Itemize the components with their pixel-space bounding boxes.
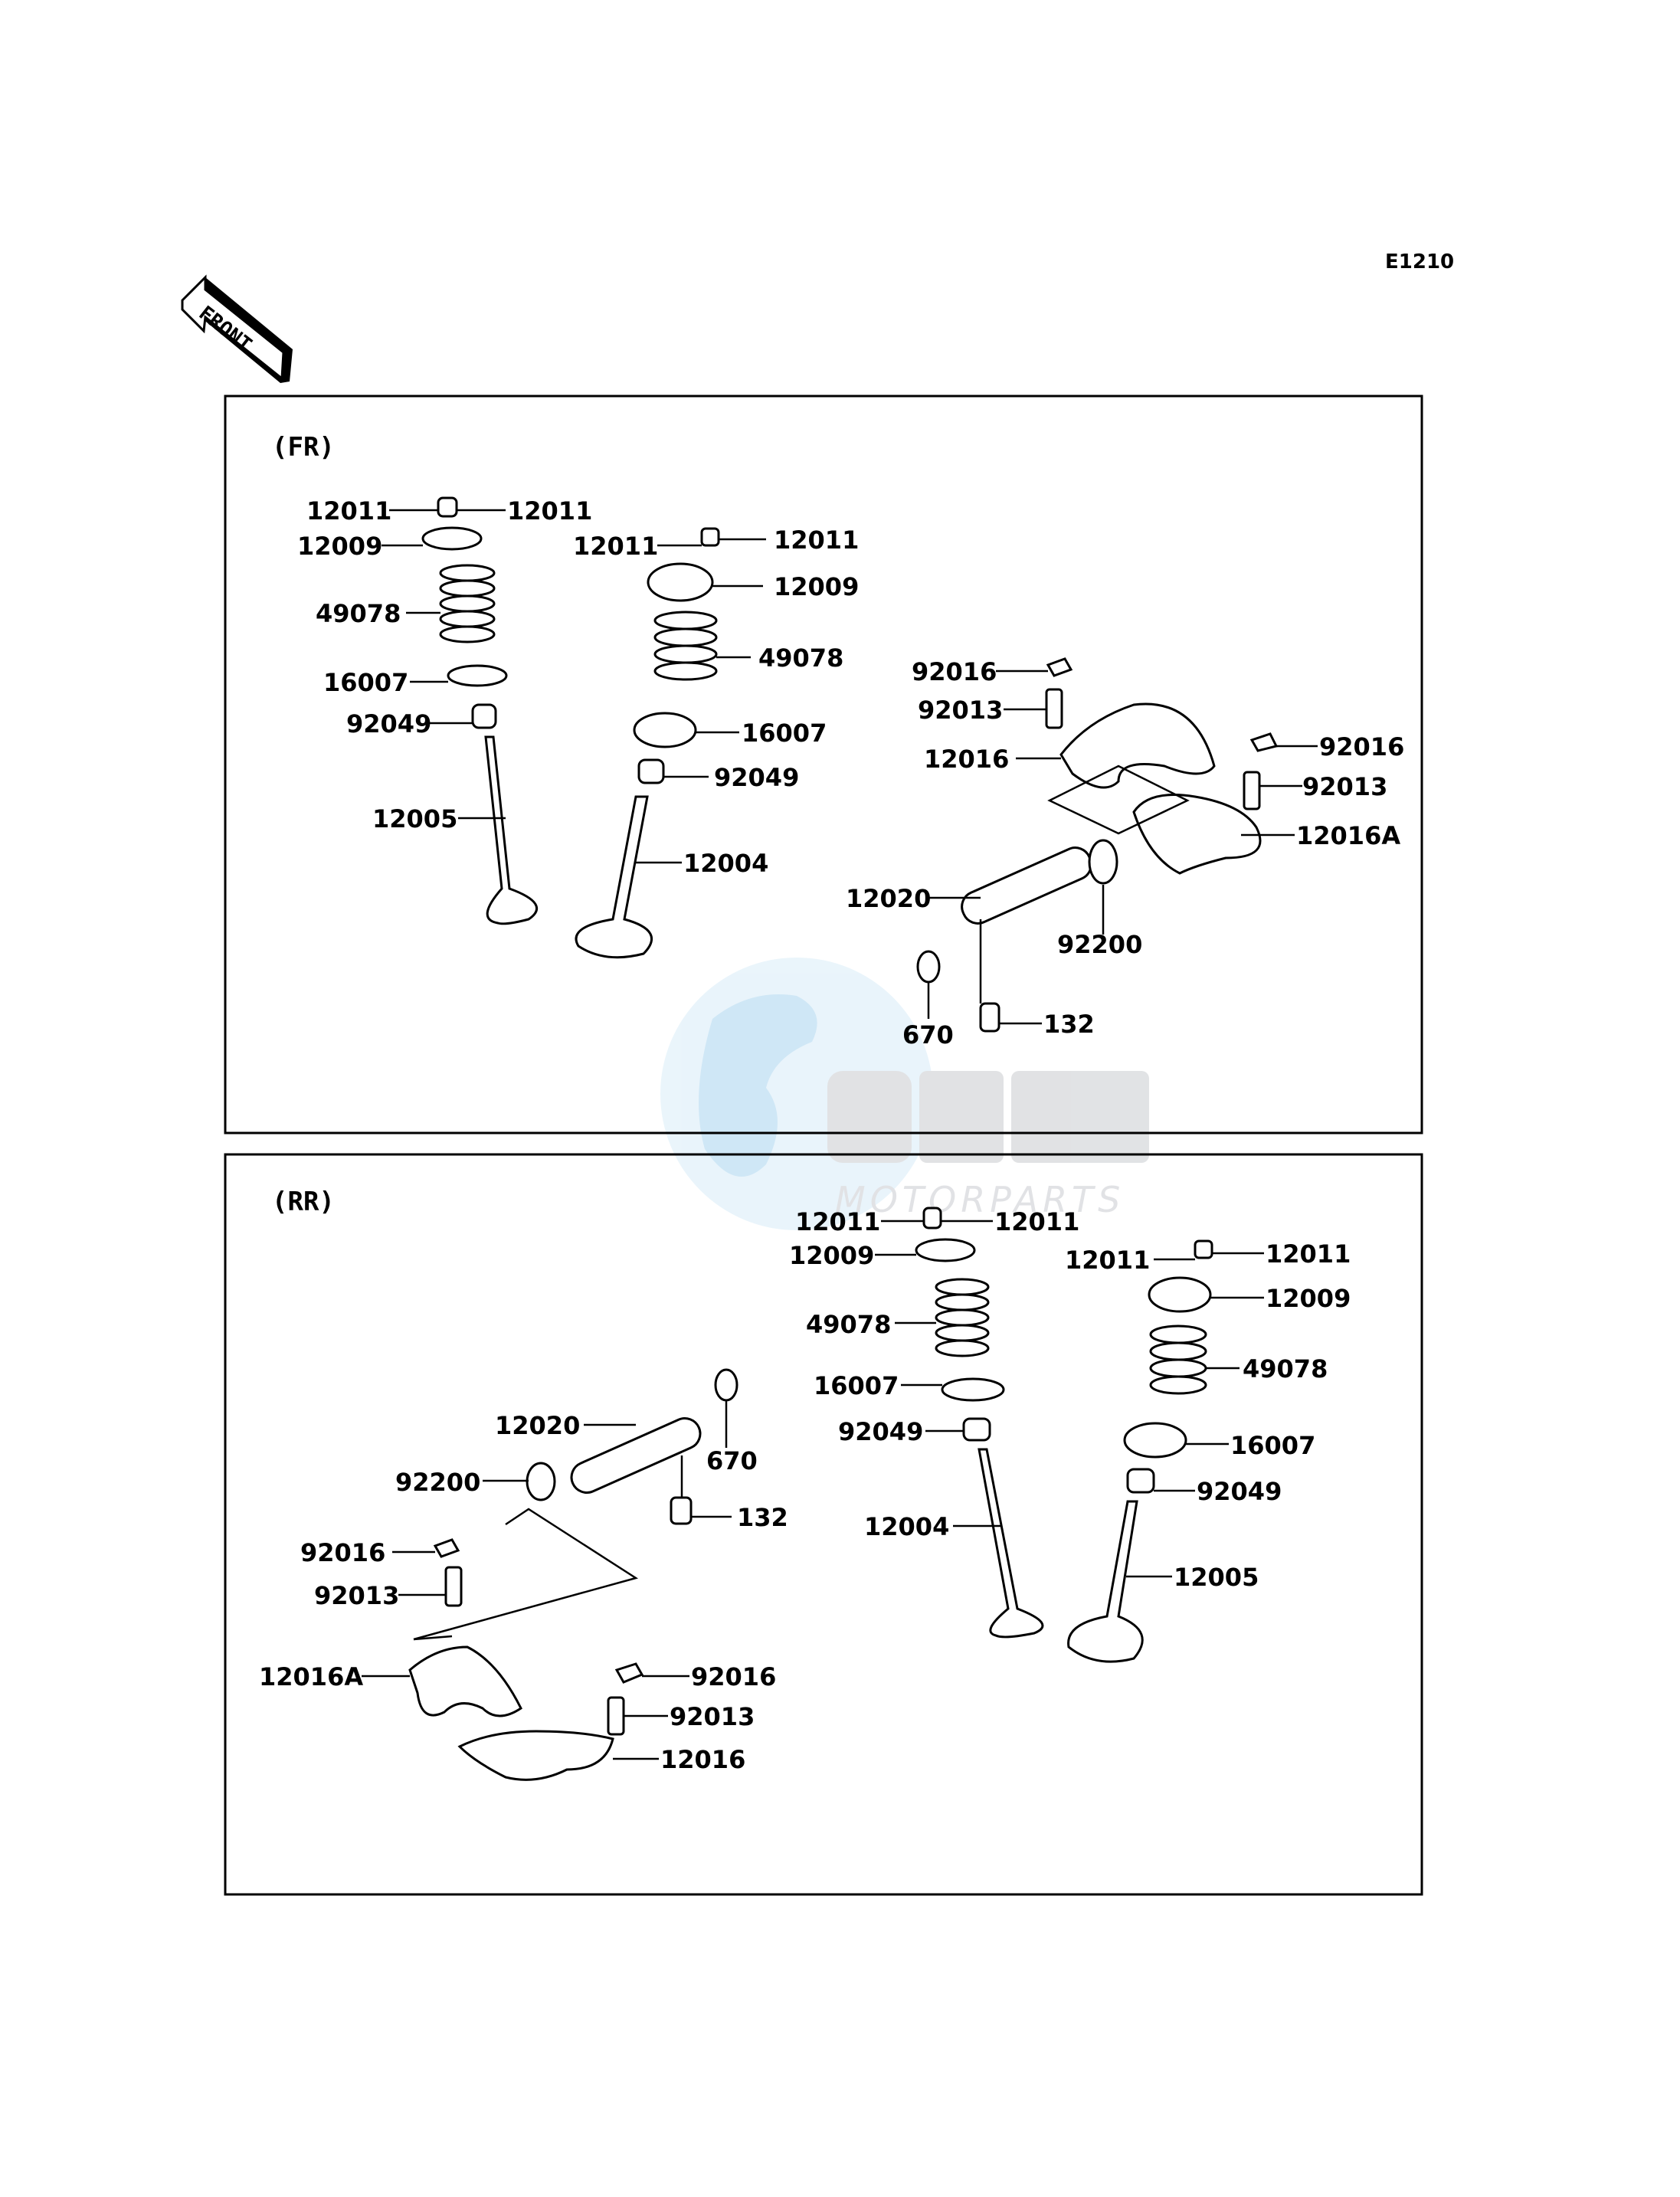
fr-label-12011-b: 12011 [507,496,592,526]
spring-icon [1149,1324,1207,1395]
rr-label-12016: 12016 [660,1745,745,1774]
spring-icon [935,1278,990,1357]
rr-label-92016-a: 92016 [300,1538,385,1567]
fr-left-valve-assembly [421,496,539,925]
rr-label-92049-r: 92049 [1197,1477,1282,1506]
fr-label-12020: 12020 [846,884,931,913]
rr-label-92013-a: 92013 [314,1581,399,1610]
rr-leaders [362,1220,1264,1760]
fr-label-16007-r: 16007 [742,719,827,748]
rr-label-16007-r: 16007 [1230,1431,1315,1460]
rr-right-valve-assembly [1067,1239,1213,1663]
fr-right-valve-assembly [575,527,720,959]
fr-label-92049: 92049 [346,709,431,738]
rr-label-12009: 12009 [789,1241,874,1270]
watermark-logo: MOTORPARTS [660,958,1149,1230]
fr-label-12009: 12009 [297,532,382,561]
fr-label-12011-c: 12011 [573,532,658,561]
fr-rocker-assembly [916,657,1279,1033]
fr-label-92200: 92200 [1057,930,1142,959]
rr-label-49078: 49078 [806,1310,891,1339]
fr-label-12011-a: 12011 [306,496,391,526]
fr-label-12004: 12004 [683,849,768,878]
rr-label-49078-r: 49078 [1243,1354,1328,1383]
fr-label-12011-d: 12011 [774,526,859,555]
rr-label-92016-b: 92016 [691,1662,776,1691]
rr-label-92200: 92200 [395,1468,480,1497]
rr-label-16007: 16007 [814,1371,899,1400]
rr-label-12009-r: 12009 [1266,1284,1351,1313]
rr-label-92013-b: 92013 [670,1702,755,1731]
fr-label-12016: 12016 [924,745,1009,774]
watermark-sub: MOTORPARTS [835,1179,1125,1220]
fr-label-670: 670 [902,1020,954,1049]
rr-label-12004: 12004 [864,1512,949,1541]
fr-label-12009-r: 12009 [774,572,859,601]
rr-label-12011-c: 12011 [1065,1246,1150,1275]
front-arrow-icon: FRONT [181,274,293,383]
rr-label-12020: 12020 [495,1411,580,1440]
fr-label-92016-b: 92016 [1319,732,1404,761]
rr-label-132: 132 [737,1503,788,1532]
fr-label-132: 132 [1043,1010,1095,1039]
rr-label-670: 670 [706,1446,758,1475]
fr-label-92049-r: 92049 [714,763,799,792]
rr-label-12016A: 12016A [259,1662,363,1691]
fr-labels: 12011 12011 12009 49078 16007 92049 1200… [297,496,1404,1049]
section-rr-title: (RR) [272,1187,335,1217]
fr-label-12016A: 12016A [1296,821,1400,850]
rr-left-valve-assembly [915,1207,1044,1639]
fr-leaders [382,509,1318,1025]
section-rr: (RR) [224,1153,1423,1896]
rr-labels: 12011 12011 12009 49078 16007 92049 1200… [259,1207,1351,1774]
rr-label-12005: 12005 [1174,1563,1259,1592]
spring-icon [439,564,496,643]
section-fr: (FR) [224,395,1423,1135]
fr-label-92013-a: 92013 [918,696,1003,725]
diagram-code: E1210 [1385,250,1454,273]
fr-label-16007: 16007 [323,668,408,697]
fr-label-92013-b: 92013 [1302,772,1387,801]
section-fr-title: (FR) [272,432,335,463]
spring-icon [653,611,718,681]
fr-label-49078-r: 49078 [758,643,843,673]
fr-label-12005: 12005 [372,804,457,833]
rr-label-12011-d: 12011 [1266,1239,1351,1269]
fr-label-49078: 49078 [316,599,401,628]
rr-label-12011-a: 12011 [795,1207,880,1236]
rr-label-12011-b: 12011 [994,1207,1079,1236]
fr-label-92016-a: 92016 [912,657,997,686]
rr-rocker-assembly [408,1368,738,1781]
rr-label-92049: 92049 [838,1417,923,1446]
